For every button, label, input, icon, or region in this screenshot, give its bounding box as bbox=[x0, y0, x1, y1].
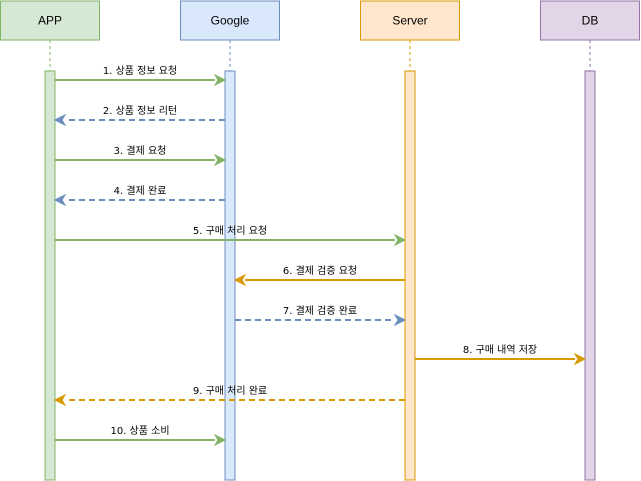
participant-server-label: Server bbox=[392, 14, 427, 28]
message-4-arrowhead bbox=[53, 193, 67, 207]
message-5-label: 5. 구매 처리 요청 bbox=[193, 225, 267, 237]
message-1-arrowhead bbox=[213, 73, 227, 87]
message-4-label: 4. 결제 완료 bbox=[114, 185, 167, 197]
message-10-arrowhead bbox=[213, 433, 227, 447]
message-6-arrowhead bbox=[233, 273, 247, 287]
activation-bar-db bbox=[584, 70, 596, 481]
activation-bar-google bbox=[224, 70, 236, 481]
message-1: 1. 상품 정보 요청 bbox=[55, 65, 227, 87]
lifelines bbox=[49, 40, 591, 71]
message-10: 10. 상품 소비 bbox=[55, 425, 227, 447]
participant-google-box bbox=[180, 0, 280, 41]
messages: 1. 상품 정보 요청 2. 상품 정보 리턴 3. 결제 요청 4. 결제 완료 5.… bbox=[53, 65, 587, 447]
participant-server-box bbox=[360, 0, 460, 41]
message-6: 6. 결제 검증 요청 bbox=[233, 265, 405, 287]
message-8: 8. 구매 내역 저장 bbox=[415, 344, 587, 366]
message-9: 9. 구매 처리 완료 bbox=[53, 385, 405, 407]
participant-app-label: APP bbox=[38, 14, 62, 28]
activation-bars bbox=[44, 70, 596, 481]
message-7-arrowhead bbox=[393, 313, 407, 327]
activation-bar-app bbox=[44, 70, 56, 481]
participant-db-label: DB bbox=[582, 14, 599, 28]
message-1-label: 1. 상품 정보 요청 bbox=[103, 65, 177, 77]
message-8-arrowhead bbox=[573, 352, 587, 366]
message-6-label: 6. 결제 검증 요청 bbox=[283, 265, 357, 277]
message-7-label: 7. 결제 검증 완료 bbox=[283, 305, 357, 317]
message-9-label: 9. 구매 처리 완료 bbox=[193, 385, 267, 397]
message-4: 4. 결제 완료 bbox=[53, 185, 225, 207]
message-2: 2. 상품 정보 리턴 bbox=[53, 105, 225, 127]
participant-headers: APP Google Server DB bbox=[0, 0, 640, 41]
message-3-arrowhead bbox=[213, 153, 227, 167]
message-5-arrowhead bbox=[393, 233, 407, 247]
activation-bar-server bbox=[404, 70, 416, 481]
message-7: 7. 결제 검증 완료 bbox=[235, 305, 407, 327]
message-5: 5. 구매 처리 요청 bbox=[55, 225, 407, 247]
participant-google-label: Google bbox=[211, 14, 250, 28]
message-2-label: 2. 상품 정보 리턴 bbox=[103, 105, 177, 117]
message-3: 3. 결제 요청 bbox=[55, 145, 227, 167]
message-3-label: 3. 결제 요청 bbox=[114, 145, 167, 157]
message-10-label: 10. 상품 소비 bbox=[110, 425, 169, 437]
message-8-label: 8. 구매 내역 저장 bbox=[463, 344, 537, 356]
participant-db-box bbox=[540, 0, 640, 41]
message-9-arrowhead bbox=[53, 393, 67, 407]
participant-app-box bbox=[0, 0, 100, 41]
message-2-arrowhead bbox=[53, 113, 67, 127]
